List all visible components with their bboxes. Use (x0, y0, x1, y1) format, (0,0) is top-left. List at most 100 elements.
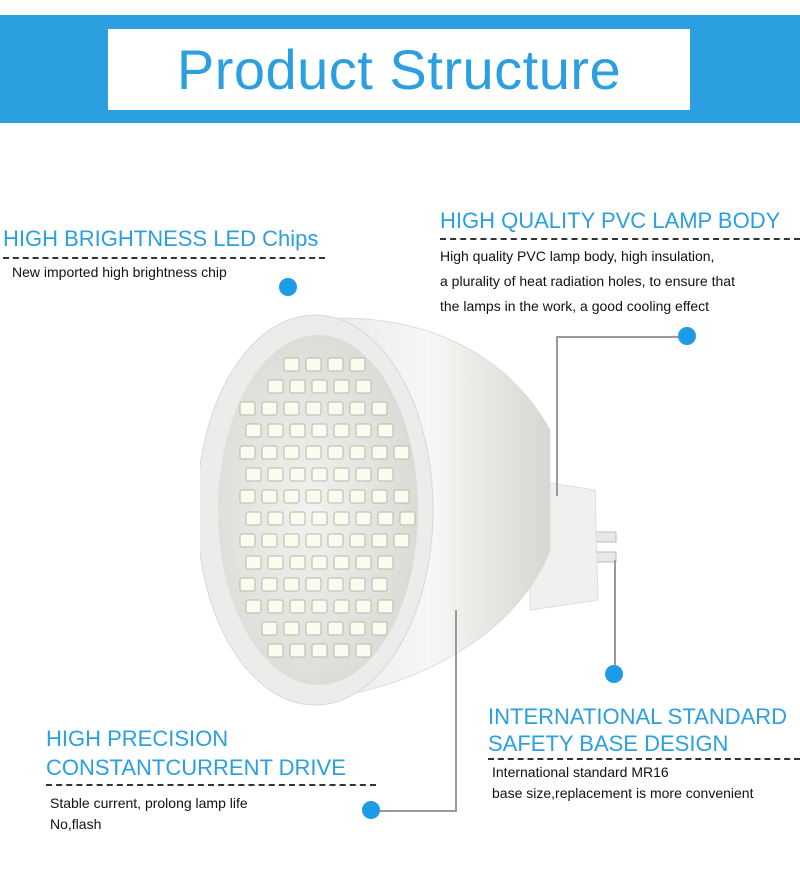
led-chip (349, 621, 366, 636)
callout-line (372, 810, 457, 812)
led-chip (371, 401, 388, 416)
led-chip (283, 445, 300, 460)
led-chip (261, 621, 278, 636)
callout-dot (279, 278, 297, 296)
led-chip (355, 467, 372, 482)
led-chips-title: HIGH BRIGHTNESS LED Chips (3, 226, 319, 251)
led-chip (327, 621, 344, 636)
led-chip (311, 467, 328, 482)
led-chip (305, 445, 322, 460)
led-chip (333, 423, 350, 438)
callout-dot (605, 665, 623, 683)
led-chip (311, 599, 328, 614)
callout-dot (362, 801, 380, 819)
drive-line-1: Stable current, prolong lamp life (50, 795, 248, 811)
led-chip (349, 533, 366, 548)
drive-line-2: No,flash (50, 816, 102, 832)
led-chip (371, 489, 388, 504)
led-chip (289, 467, 306, 482)
drive-title-line-1: HIGH PRECISION (46, 726, 229, 751)
led-chip (283, 401, 300, 416)
led-chip (349, 445, 366, 460)
callout-line (455, 610, 457, 810)
led-chip (283, 357, 300, 372)
lamp-body-line-3: the lamps in the work, a good cooling ef… (440, 298, 710, 314)
divider (488, 758, 800, 760)
led-chip (377, 599, 394, 614)
led-chip (261, 577, 278, 592)
led-chip (377, 511, 394, 526)
led-chip (377, 423, 394, 438)
led-chip (311, 423, 328, 438)
base-title-line-2: SAFETY BASE DESIGN (488, 731, 729, 756)
base-line-2: base size,replacement is more convenient (492, 785, 754, 801)
drive-title-line-2: CONSTANTCURRENT DRIVE (46, 755, 346, 780)
led-chip (283, 621, 300, 636)
base-title-line-1: INTERNATIONAL STANDARD (488, 704, 788, 729)
led-chip (289, 599, 306, 614)
led-chip (399, 511, 416, 526)
led-chip (393, 445, 410, 460)
led-chip (305, 577, 322, 592)
led-chip (371, 533, 388, 548)
led-chip (305, 621, 322, 636)
led-chip-plate (218, 335, 418, 685)
led-chip (355, 379, 372, 394)
led-chip (283, 533, 300, 548)
led-chip (239, 401, 256, 416)
callout-line (556, 336, 686, 338)
led-chip (333, 467, 350, 482)
led-chip (327, 577, 344, 592)
led-chip (371, 577, 388, 592)
callout-dot (678, 327, 696, 345)
led-chip (289, 379, 306, 394)
led-chip (371, 621, 388, 636)
led-chip (267, 511, 284, 526)
led-chip (377, 467, 394, 482)
lamp-body-title: HIGH QUALITY PVC LAMP BODY (440, 208, 781, 233)
led-chip (349, 489, 366, 504)
led-chip (311, 643, 328, 658)
led-chips (239, 357, 416, 658)
led-chip (245, 555, 262, 570)
led-chip (261, 533, 278, 548)
title-banner: Product Structure (0, 15, 800, 123)
led-chip (333, 599, 350, 614)
divider (440, 238, 800, 240)
led-chip (289, 643, 306, 658)
page-title: Product Structure (176, 38, 622, 101)
led-chip (245, 423, 262, 438)
led-chip (267, 599, 284, 614)
led-chip (267, 379, 284, 394)
led-chip (349, 577, 366, 592)
led-chip (289, 555, 306, 570)
led-chip (239, 489, 256, 504)
led-bulb-illustration (200, 314, 617, 706)
led-chip (305, 489, 322, 504)
base-line-1: International standard MR16 (492, 764, 669, 780)
led-chip (289, 511, 306, 526)
led-chip (327, 445, 344, 460)
callout-line (556, 336, 558, 496)
led-chip (355, 511, 372, 526)
led-chip (327, 357, 344, 372)
led-chip (261, 401, 278, 416)
led-chip (349, 401, 366, 416)
led-chip (267, 555, 284, 570)
led-chip (327, 401, 344, 416)
led-chip (267, 467, 284, 482)
led-chip (377, 555, 394, 570)
led-chip (311, 555, 328, 570)
led-chip (355, 643, 372, 658)
led-chip (305, 357, 322, 372)
led-chip (393, 533, 410, 548)
led-chip (239, 533, 256, 548)
led-chip (333, 379, 350, 394)
led-chip (261, 489, 278, 504)
led-chip (355, 555, 372, 570)
led-chip (393, 489, 410, 504)
led-chip (239, 577, 256, 592)
led-chip (289, 423, 306, 438)
led-chip (333, 643, 350, 658)
led-chip (333, 555, 350, 570)
